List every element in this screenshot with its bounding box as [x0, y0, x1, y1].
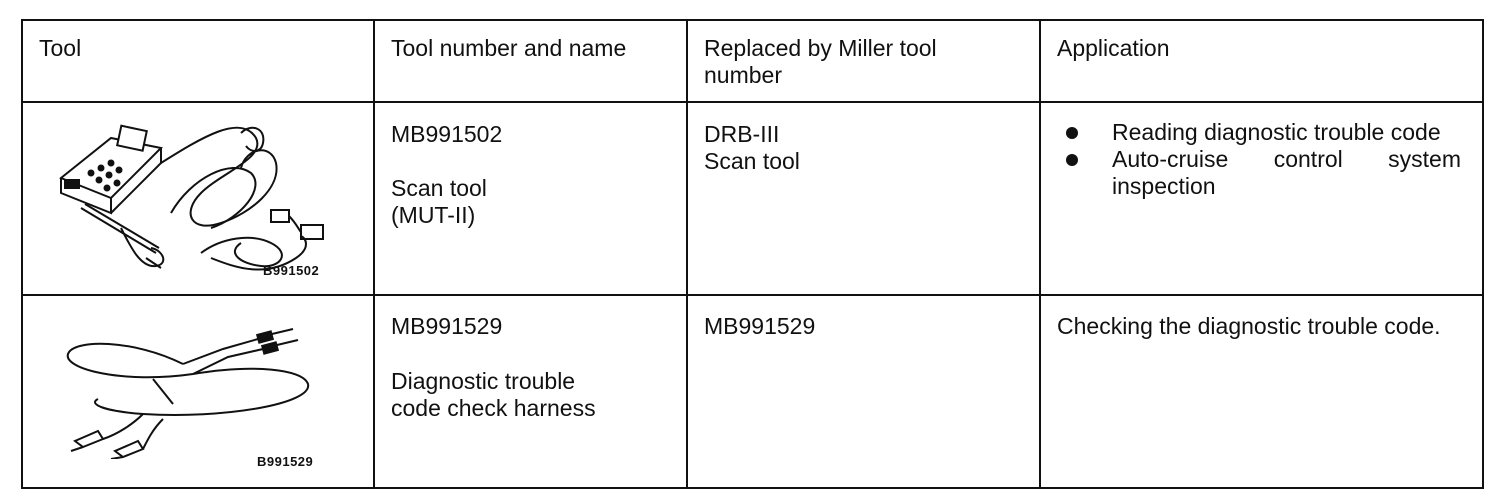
- application-text: Checking the diagnostic trouble code.: [1057, 313, 1441, 339]
- column-divider: [686, 21, 688, 487]
- header-application: Application: [1057, 35, 1170, 61]
- application-item: Reading diagnostic trouble code: [1112, 119, 1441, 145]
- replaced-by-mb991529: MB991529: [704, 313, 816, 339]
- application-list: Reading diagnostic trouble code Auto-cru…: [1057, 119, 1461, 200]
- bullet-icon: [1066, 154, 1078, 166]
- tool-name-line-1: Scan tool: [391, 175, 487, 201]
- tool-number-mb991502: MB991502: [391, 121, 503, 147]
- tool-number-mb991529: MB991529: [391, 313, 503, 339]
- figure-caption-b991529: B991529: [257, 454, 314, 469]
- header-tool-number-and-name: Tool number and name: [391, 35, 627, 61]
- application-bullet: Reading diagnostic trouble code: [1057, 119, 1461, 146]
- header-tool: Tool: [39, 35, 82, 61]
- tool-name-line-1: Diagnostic trouble: [391, 368, 576, 394]
- replaced-by-line-2: Scan tool: [704, 148, 800, 174]
- check-harness-illustration: [66, 328, 310, 459]
- application-bullet: Auto-cruise control system inspection: [1057, 146, 1461, 200]
- column-divider: [373, 21, 375, 487]
- application-item: Auto-cruise control system inspection: [1112, 146, 1461, 199]
- bullet-icon: [1066, 127, 1078, 139]
- tool-name-line-2: (MUT-II): [391, 202, 476, 228]
- special-tools-table: Tool Tool number and name Replaced by Mi…: [21, 19, 1484, 489]
- tool-name-line-2: code check harness: [391, 395, 596, 421]
- scan-tool-illustration: [59, 124, 324, 271]
- figure-caption-b991502: B991502: [263, 263, 320, 278]
- replaced-by-line-1: DRB-III: [704, 121, 780, 147]
- header-replaced-by-miller: Replaced by Miller tool number: [704, 35, 937, 88]
- row-divider: [23, 101, 1482, 103]
- row-divider: [23, 294, 1482, 296]
- column-divider: [1039, 21, 1041, 487]
